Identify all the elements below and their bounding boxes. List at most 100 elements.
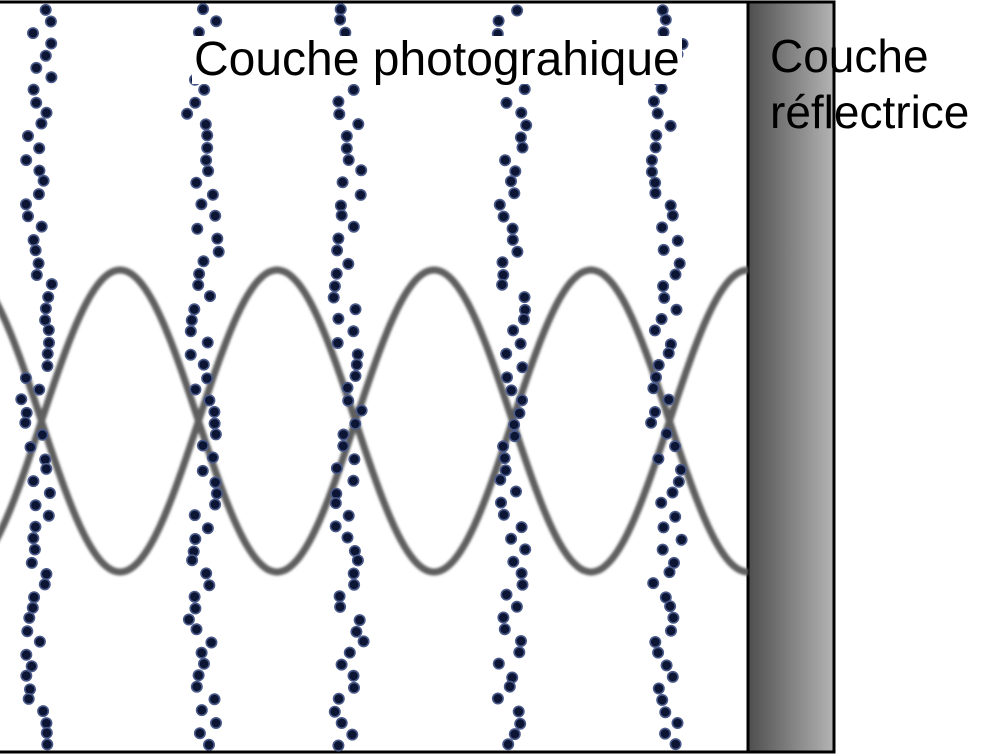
silver-grain bbox=[29, 520, 42, 533]
silver-grain bbox=[666, 670, 679, 683]
silver-grain bbox=[515, 567, 528, 580]
photographic-layer-frame bbox=[0, 0, 750, 754]
silver-grain bbox=[202, 165, 215, 178]
silver-grain bbox=[332, 232, 345, 245]
silver-grain bbox=[335, 209, 348, 222]
silver-grain bbox=[497, 508, 510, 521]
silver-grain bbox=[332, 95, 345, 108]
silver-grain bbox=[656, 693, 669, 706]
standing-wave-upper bbox=[0, 266, 749, 576]
silver-grain bbox=[334, 199, 347, 212]
silver-grain bbox=[348, 578, 361, 591]
silver-grain bbox=[648, 405, 661, 418]
silver-grain bbox=[498, 623, 511, 636]
silver-grain bbox=[347, 681, 360, 694]
silver-grain bbox=[185, 314, 198, 327]
silver-grain bbox=[652, 682, 665, 695]
silver-grain bbox=[341, 381, 354, 394]
particle-layer bbox=[181, 3, 225, 751]
silver-grain bbox=[500, 96, 513, 109]
silver-grain bbox=[30, 96, 43, 109]
silver-grain bbox=[199, 118, 212, 131]
silver-grain bbox=[516, 141, 529, 154]
silver-grain bbox=[40, 567, 53, 580]
silver-grain bbox=[29, 499, 42, 512]
silver-grain bbox=[343, 646, 356, 659]
silver-grain bbox=[355, 404, 368, 417]
silver-grain bbox=[45, 37, 58, 50]
silver-grain bbox=[508, 430, 521, 443]
silver-grain bbox=[330, 462, 343, 475]
silver-grain bbox=[649, 187, 662, 200]
silver-grain bbox=[500, 347, 513, 360]
silver-grain bbox=[331, 244, 344, 257]
silver-grain bbox=[347, 220, 360, 233]
silver-grain bbox=[45, 278, 58, 291]
silver-grain bbox=[210, 15, 223, 28]
silver-grain bbox=[192, 669, 205, 682]
silver-grain bbox=[40, 462, 53, 475]
silver-grain bbox=[342, 257, 355, 270]
silver-grain bbox=[27, 475, 40, 488]
silver-grain bbox=[39, 302, 52, 315]
silver-grain bbox=[655, 496, 668, 509]
silver-grain bbox=[186, 554, 199, 567]
silver-grain bbox=[37, 174, 50, 187]
silver-grain bbox=[189, 96, 202, 109]
silver-grain bbox=[45, 71, 58, 84]
silver-grain bbox=[497, 210, 510, 223]
silver-grain bbox=[20, 154, 33, 167]
silver-grain bbox=[335, 716, 348, 729]
silver-grain bbox=[515, 394, 528, 407]
silver-grain bbox=[209, 476, 222, 489]
silver-grain bbox=[36, 428, 49, 441]
silver-grain bbox=[667, 556, 680, 569]
silver-grain bbox=[514, 634, 527, 647]
silver-grain bbox=[19, 198, 32, 211]
silver-grain bbox=[669, 440, 682, 453]
silver-grain bbox=[211, 232, 224, 245]
silver-grain bbox=[209, 498, 222, 511]
silver-grain bbox=[649, 176, 662, 189]
silver-grain bbox=[188, 590, 201, 603]
silver-grain bbox=[520, 119, 533, 132]
silver-grain bbox=[498, 452, 511, 465]
silver-grain bbox=[26, 601, 39, 614]
silver-grain bbox=[511, 245, 524, 258]
silver-grain bbox=[35, 117, 48, 130]
silver-grain bbox=[349, 303, 362, 316]
silver-grain bbox=[29, 244, 42, 257]
silver-grain bbox=[507, 324, 520, 337]
silver-grain bbox=[35, 220, 48, 233]
silver-grain bbox=[659, 13, 672, 26]
silver-grain bbox=[649, 371, 662, 384]
silver-grain bbox=[519, 543, 532, 556]
silver-grain bbox=[210, 716, 223, 729]
silver-grain bbox=[348, 453, 361, 466]
silver-grain bbox=[670, 303, 683, 316]
silver-grain bbox=[191, 222, 204, 235]
silver-grain bbox=[355, 164, 368, 177]
silver-grain bbox=[201, 129, 214, 142]
silver-grain bbox=[27, 532, 40, 545]
silver-grain bbox=[666, 486, 679, 499]
silver-grain bbox=[513, 407, 526, 420]
silver-grain bbox=[645, 165, 658, 178]
silver-grain bbox=[195, 704, 208, 717]
silver-grain bbox=[203, 579, 216, 592]
silver-grain bbox=[499, 464, 512, 477]
silver-grain bbox=[201, 522, 214, 535]
silver-grain bbox=[342, 154, 355, 167]
silver-grain bbox=[516, 361, 529, 374]
silver-grain bbox=[333, 108, 346, 121]
silver-grain bbox=[21, 130, 34, 143]
silver-grain bbox=[19, 416, 32, 429]
silver-grain bbox=[20, 669, 33, 682]
silver-grain bbox=[506, 233, 519, 246]
silver-grain bbox=[44, 15, 57, 28]
silver-grain bbox=[351, 348, 364, 361]
silver-grain bbox=[189, 602, 202, 615]
silver-grain bbox=[497, 440, 510, 453]
silver-grain bbox=[347, 567, 360, 580]
silver-grain bbox=[663, 566, 676, 579]
